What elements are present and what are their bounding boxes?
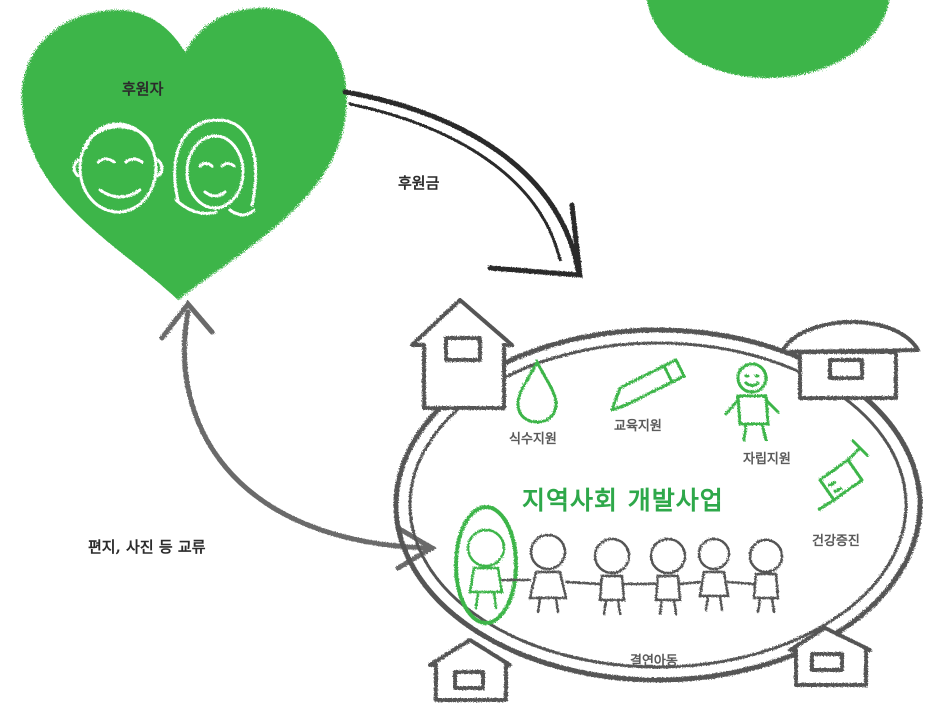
children-label: 결연아동	[630, 654, 678, 669]
donation-arrow	[342, 89, 583, 278]
program-label: 건강증진	[812, 534, 860, 549]
program-label: 식수지원	[509, 432, 557, 447]
sponsor-label: 후원자	[122, 80, 164, 98]
water-drop-icon	[516, 358, 558, 424]
exchange-label: 편지, 사진 등 교류	[88, 538, 206, 556]
person-icon	[724, 362, 780, 442]
children-group-icon	[454, 505, 784, 625]
house-icon	[410, 298, 514, 410]
community-title: 지역사회 개발사업	[522, 486, 724, 515]
house-icon	[780, 320, 920, 400]
program-label: 교육지원	[614, 419, 662, 434]
sponsor-couple-icon	[72, 118, 258, 217]
exchange-arrow	[159, 300, 437, 571]
donation-label: 후원금	[398, 174, 440, 192]
sponsor-heart	[21, 8, 347, 300]
syringe-icon	[817, 438, 870, 512]
green-circle-decoration	[646, 0, 890, 78]
pencil-icon	[610, 358, 686, 412]
community-oval	[393, 327, 923, 683]
house-icon	[788, 626, 872, 687]
program-label: 자립지원	[743, 452, 791, 467]
house-icon	[428, 638, 512, 702]
